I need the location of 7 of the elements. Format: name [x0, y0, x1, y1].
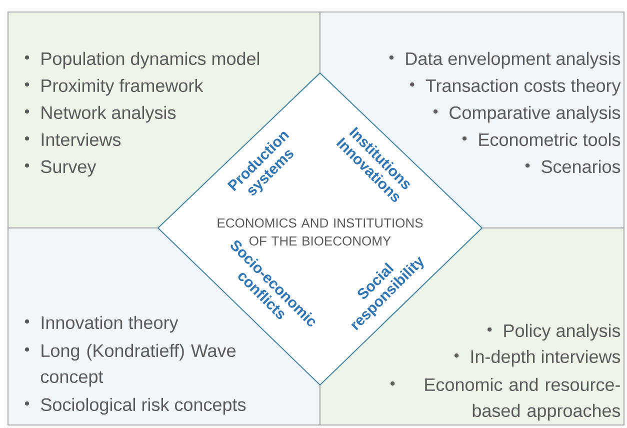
list-item: Sociological risk concepts — [24, 398, 246, 415]
list-item: Data envelopment analysis — [389, 52, 620, 69]
list-item: Policy analysis — [487, 324, 620, 341]
list-item: Scenarios — [525, 160, 620, 174]
list-item: Population dynamics model — [24, 52, 260, 69]
list-item: Survey — [24, 160, 96, 177]
list-item: Interviews — [24, 132, 121, 146]
